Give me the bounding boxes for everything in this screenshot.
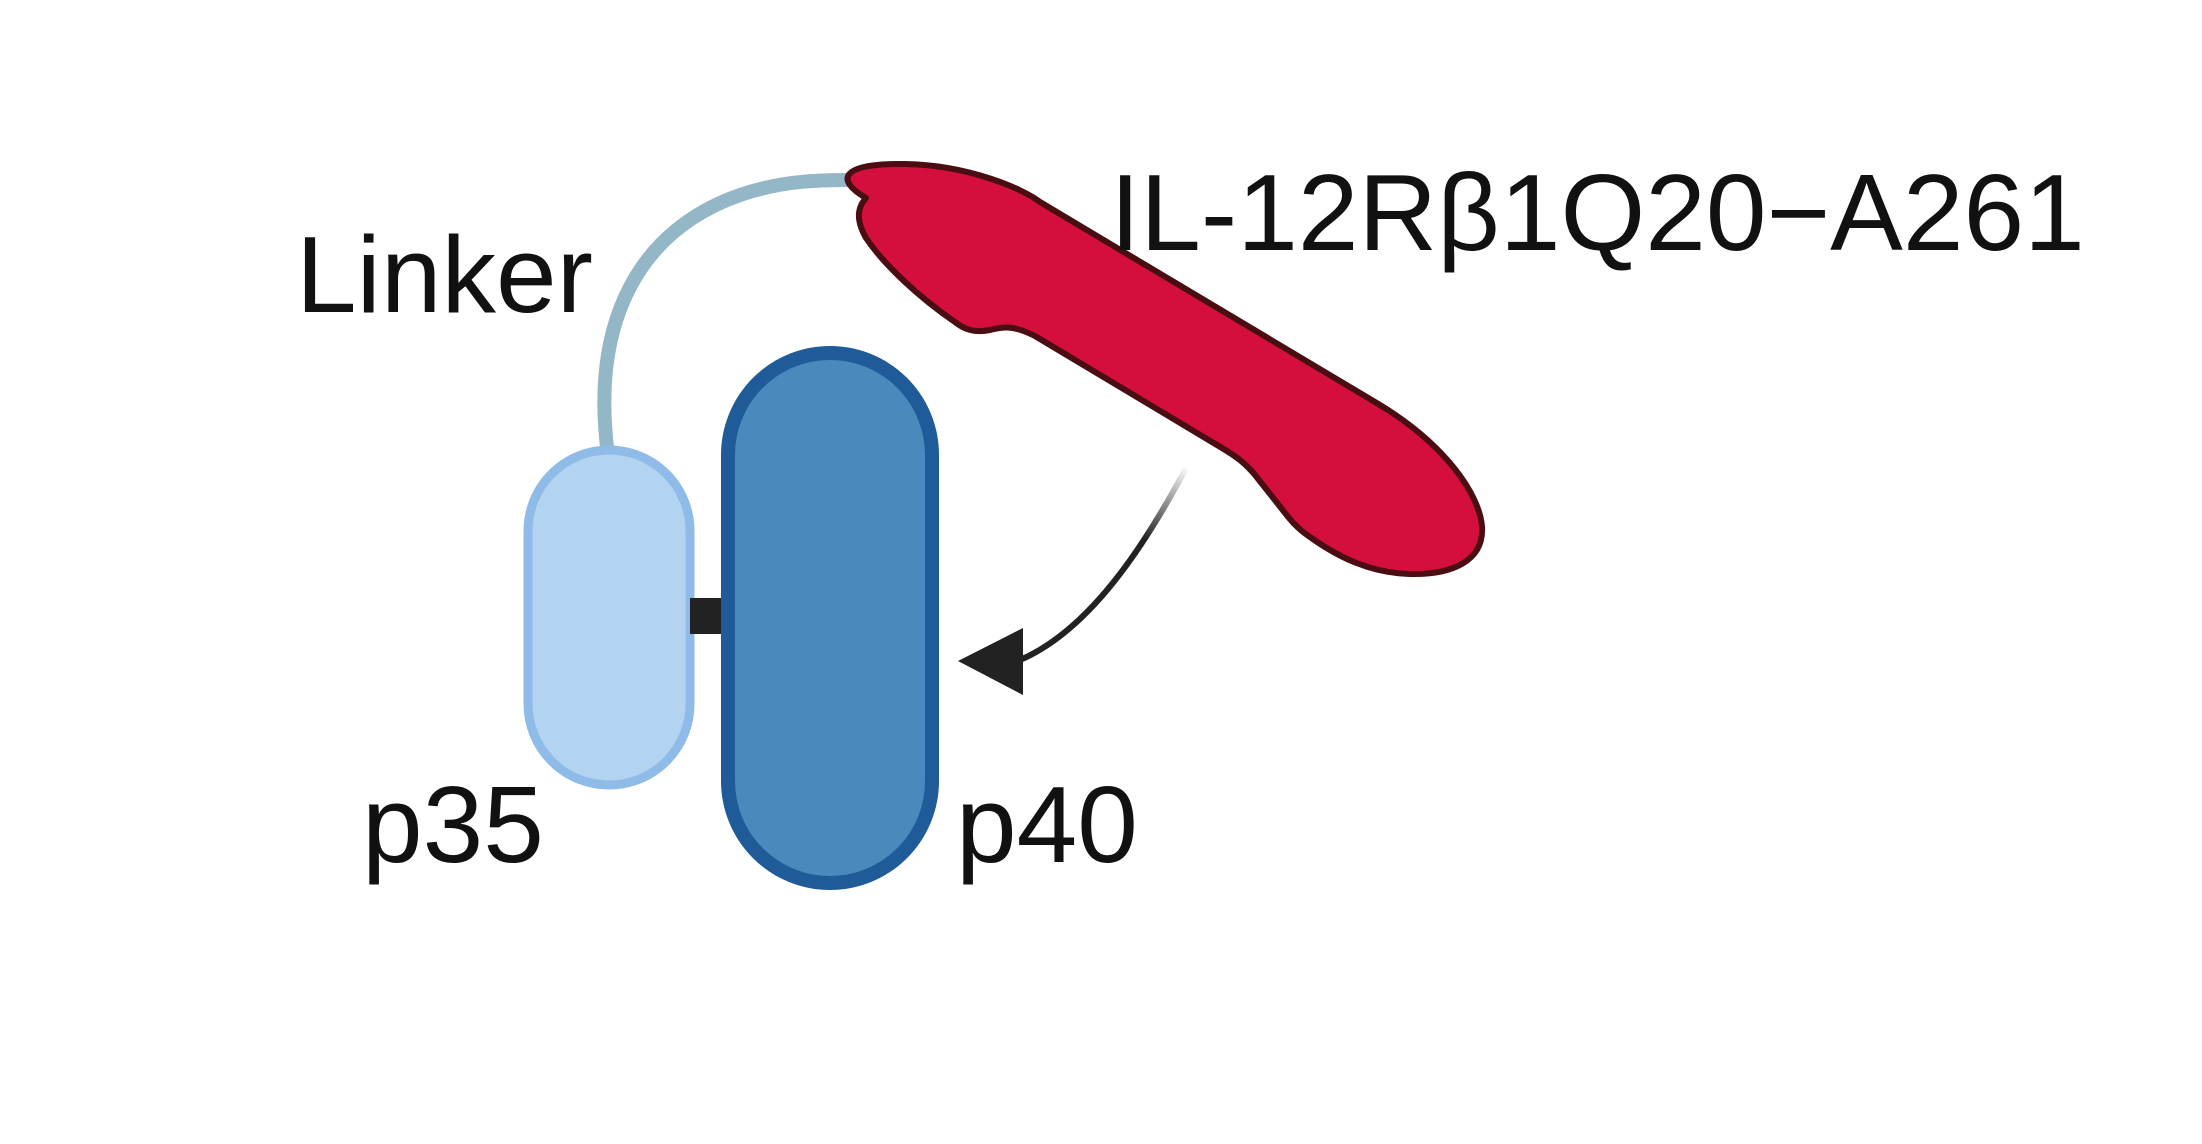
p35-label: p35 [362, 764, 544, 886]
linker-chain [597, 172, 887, 462]
binding-arrow-line [1017, 467, 1188, 663]
linker-label: Linker [296, 214, 593, 336]
binding-arrow-head [958, 628, 1023, 695]
receptor-label: IL-12Rβ1Q20−A261 [1110, 152, 2085, 274]
p40-subunit [721, 346, 939, 890]
p35-subunit [523, 445, 695, 790]
receptor-domain [844, 160, 1486, 578]
p40-label: p40 [956, 764, 1138, 886]
